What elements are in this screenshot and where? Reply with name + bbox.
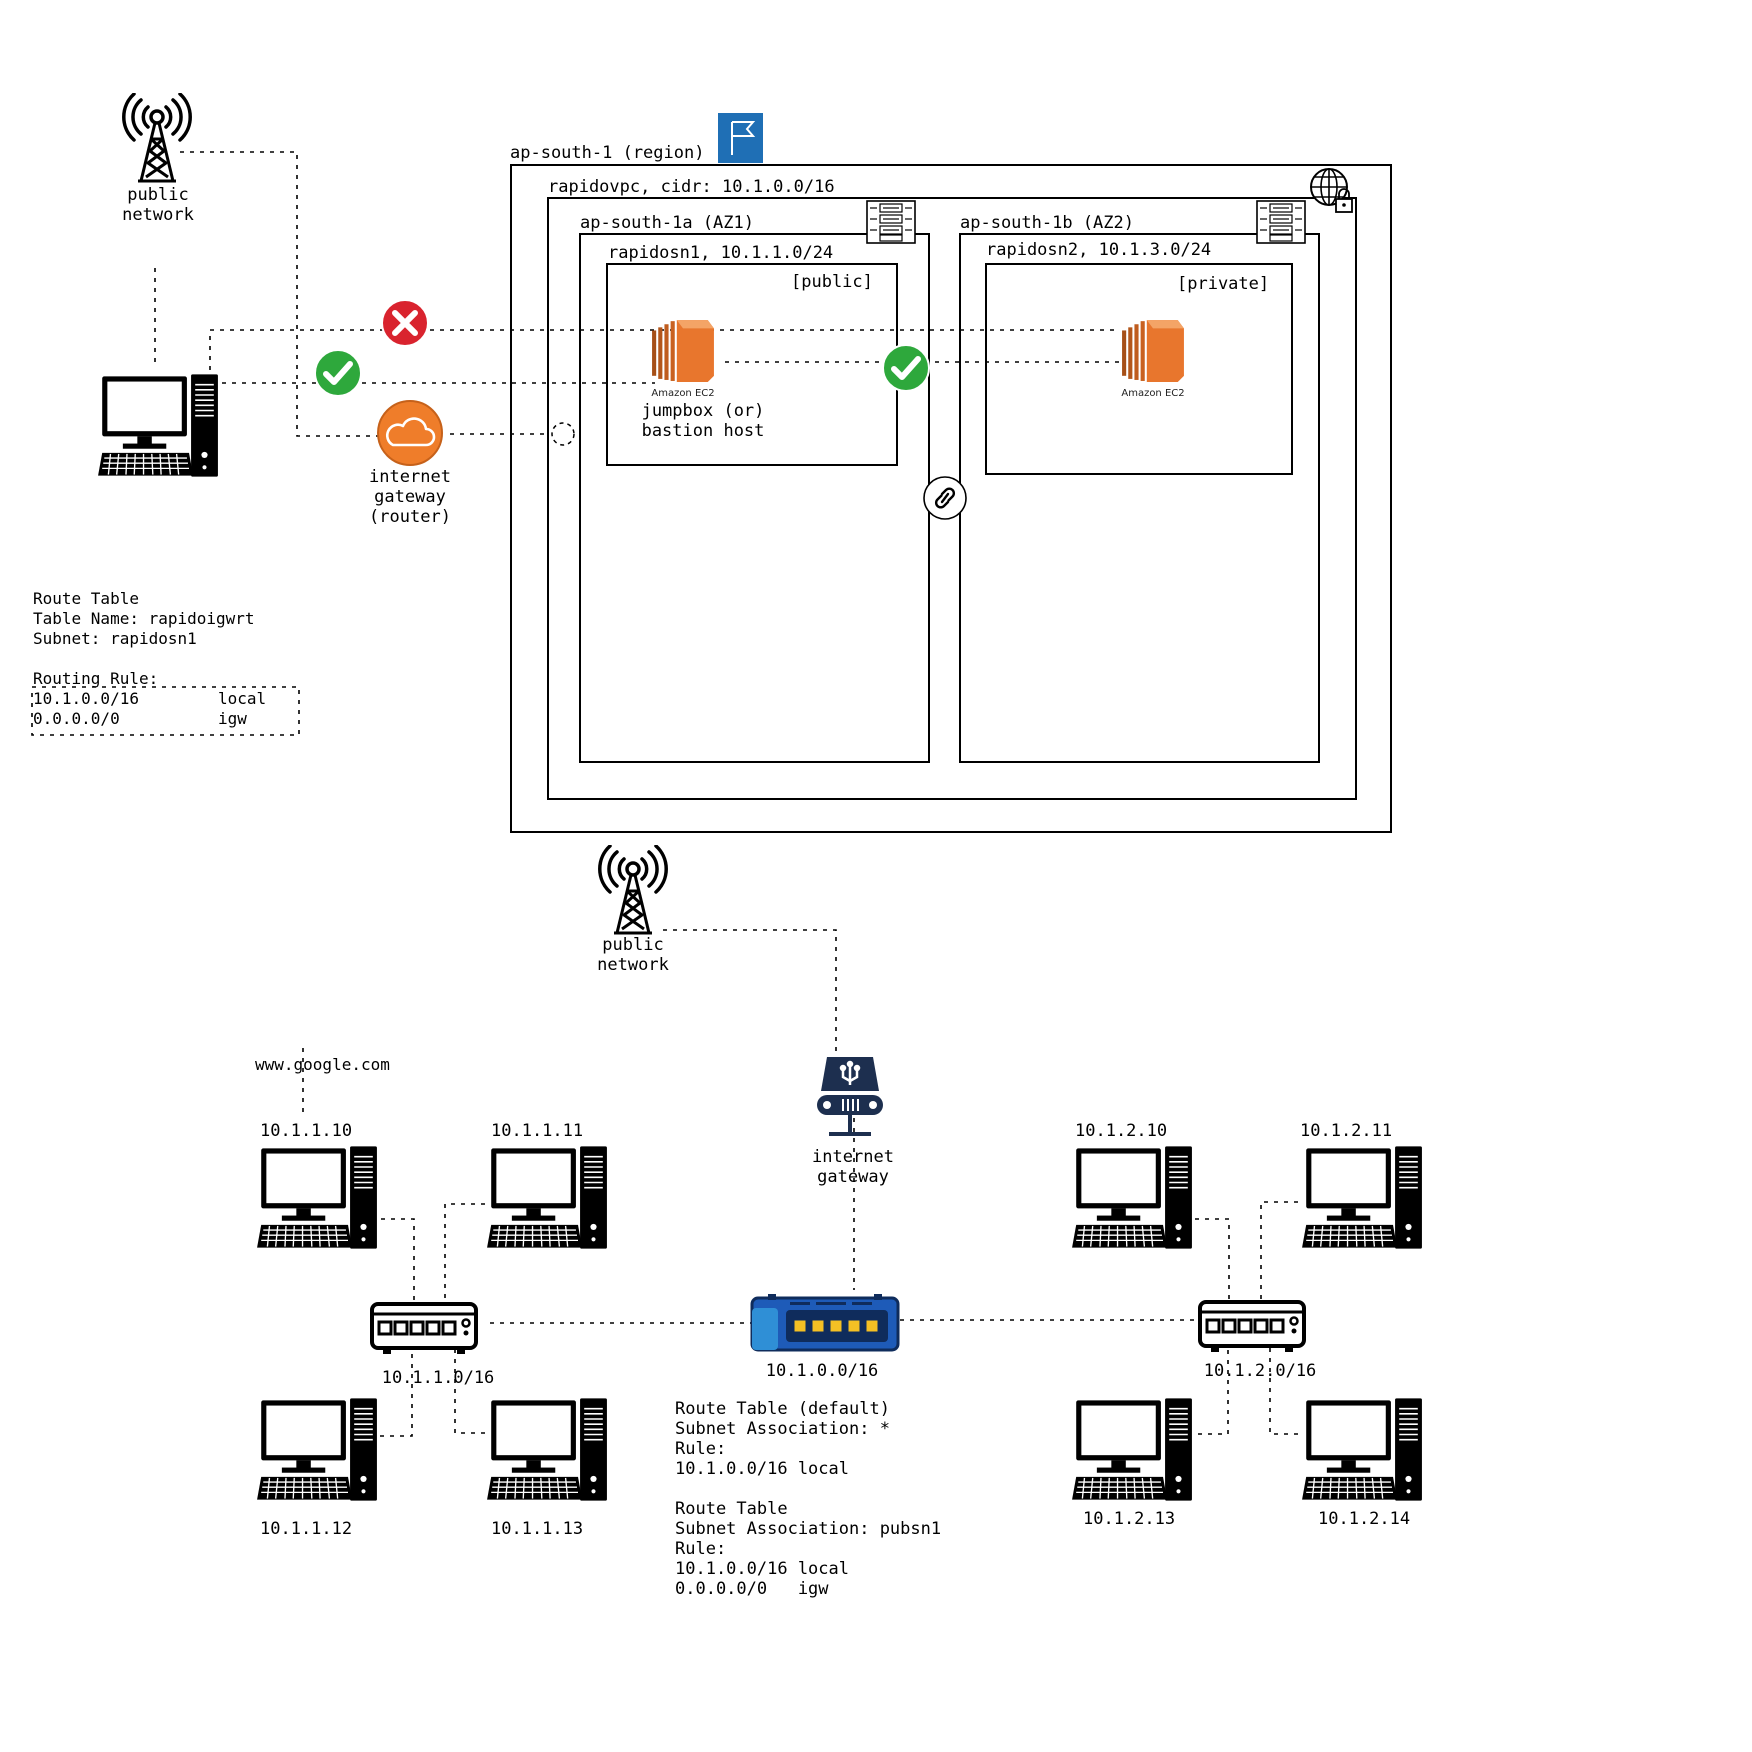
route-table-default: Route Table (default) Subnet Association… — [675, 1399, 890, 1479]
rt-top-subnet: Subnet: rapidosn1 — [33, 629, 197, 648]
rt-top-title: Route Table — [33, 589, 139, 608]
rt-top-name: Table Name: rapidoigwrt — [33, 609, 255, 628]
left-switch-label: 10.1.1.0/16 — [382, 1368, 495, 1388]
rt-public-title: Route Table — [675, 1499, 788, 1519]
right-switch-label: 10.1.2.0/16 — [1204, 1361, 1317, 1381]
subnet2-boundary — [985, 263, 1293, 475]
host-10-1-1-13-label: 10.1.1.13 — [491, 1519, 583, 1539]
host-10-1-1-12-label: 10.1.1.12 — [260, 1519, 352, 1539]
allowed-status-icon — [315, 350, 361, 396]
host-10-1-2-14-label: 10.1.2.14 — [1318, 1509, 1410, 1529]
az2-label: ap-south-1b (AZ2) — [960, 213, 1134, 233]
igw-cloud-icon — [377, 400, 443, 466]
az2-boundary — [959, 233, 1320, 763]
google-label: www.google.com — [255, 1055, 390, 1074]
host-10-1-2-10-icon — [1071, 1146, 1193, 1250]
host-10-1-2-14-icon — [1301, 1398, 1423, 1502]
rt-public-association: Subnet Association: pubsn1 — [675, 1519, 941, 1539]
host-10-1-1-12-icon — [256, 1398, 378, 1502]
internet-gateway-icon — [815, 1055, 885, 1138]
central-router-icon — [750, 1292, 900, 1352]
ec2-private-caption: Amazon EC2 — [1121, 388, 1184, 399]
globe-lock-icon — [1310, 168, 1353, 213]
vpc-boundary — [547, 197, 1357, 800]
host-10-1-1-11-icon — [486, 1146, 608, 1250]
host-10-1-2-13-label: 10.1.2.13 — [1083, 1509, 1175, 1529]
subnet2-tag: [private] — [1177, 274, 1269, 294]
bottom-network-line2: network — [597, 955, 669, 975]
peering-allowed-status-icon — [883, 345, 929, 391]
top-connections — [154, 151, 1120, 446]
rt-top-rule2-dest: 0.0.0.0/0 — [33, 709, 120, 728]
bottom-network-line1: public — [602, 935, 663, 955]
bottom-antenna-tower-icon — [598, 845, 668, 935]
host-10-1-1-13-icon — [486, 1398, 608, 1502]
ec2-private-icon — [1122, 320, 1184, 382]
az1-rack-icon — [866, 200, 916, 244]
subnet1-label: rapidosn1, 10.1.1.0/24 — [608, 243, 833, 263]
rt-public-rule-title: Rule: — [675, 1539, 726, 1559]
subnet2-label: rapidosn2, 10.1.3.0/24 — [986, 240, 1211, 260]
rt-top-rule-title: Routing Rule: — [33, 669, 158, 688]
rt-default-title: Route Table (default) — [675, 1399, 890, 1419]
ec2-public-icon — [652, 320, 714, 382]
rt-default-rule-title: Rule: — [675, 1439, 726, 1459]
igw-top-line2: gateway — [374, 487, 446, 507]
region-flag-icon — [718, 113, 763, 163]
az1-label: ap-south-1a (AZ1) — [580, 213, 754, 233]
top-network-line2: network — [122, 205, 194, 225]
host-10-1-2-13-icon — [1071, 1398, 1193, 1502]
igw-bottom-line1: internet — [812, 1147, 894, 1167]
rt-top-rule1-target: local — [218, 689, 266, 708]
az1-boundary — [579, 233, 930, 763]
region-boundary — [510, 164, 1392, 833]
rt-top-rule1-dest: 10.1.0.0/16 — [33, 689, 139, 708]
host-10-1-1-11-label: 10.1.1.11 — [491, 1121, 583, 1141]
host-10-1-2-10-label: 10.1.2.10 — [1075, 1121, 1167, 1141]
route-table-public: Route Table Subnet Association: pubsn1 R… — [675, 1499, 941, 1599]
az2-rack-icon — [1256, 200, 1306, 244]
igw-top-line1: internet — [369, 467, 451, 487]
rt-default-association: Subnet Association: * — [675, 1419, 890, 1439]
region-label: ap-south-1 (region) — [510, 143, 704, 163]
vpc-label: rapidovpc, cidr: 10.1.0.0/16 — [548, 177, 835, 197]
host-10-1-2-11-icon — [1301, 1146, 1423, 1250]
host-10-1-1-10-icon — [256, 1146, 378, 1250]
host-10-1-2-11-label: 10.1.2.11 — [1300, 1121, 1392, 1141]
top-antenna-tower-icon — [122, 93, 192, 183]
client-computer-icon — [97, 374, 219, 478]
route-table-top: Route Table Table Name: rapidoigwrt Subn… — [31, 589, 300, 736]
peering-link-icon — [923, 476, 967, 520]
bottom-connections — [302, 929, 1298, 1437]
right-switch-icon — [1198, 1300, 1306, 1354]
router-label: 10.1.0.0/16 — [766, 1361, 879, 1381]
igw-top-line3: (router) — [369, 507, 451, 527]
subnet1-tag: [public] — [791, 272, 873, 292]
bastion-label: bastion host — [642, 421, 765, 441]
blocked-status-icon — [382, 300, 428, 346]
left-switch-icon — [370, 1302, 478, 1356]
rt-public-rule1: 10.1.0.0/16 local — [675, 1559, 849, 1579]
rt-top-rule2-target: igw — [218, 709, 247, 728]
jumpbox-label: jumpbox (or) — [642, 401, 765, 421]
igw-bottom-line2: gateway — [817, 1167, 889, 1187]
top-network-line1: public — [127, 185, 188, 205]
rt-default-rule1: 10.1.0.0/16 local — [675, 1459, 849, 1479]
ec2-public-caption: Amazon EC2 — [651, 388, 714, 399]
rt-public-rule2: 0.0.0.0/0 igw — [675, 1579, 829, 1599]
host-10-1-1-10-label: 10.1.1.10 — [260, 1121, 352, 1141]
